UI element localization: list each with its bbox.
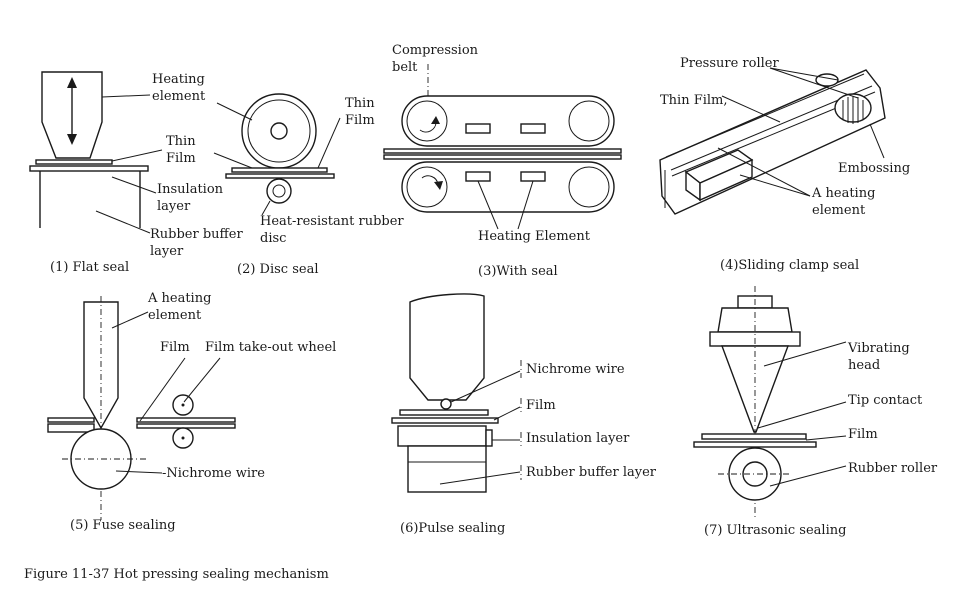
label-pulse-film: Film bbox=[526, 398, 556, 413]
insulation-layer-shape bbox=[29, 165, 149, 172]
label-clamp-heating-1: A heating bbox=[811, 186, 875, 201]
panel-flat-seal: Heating element Thin Film Insulation lay… bbox=[29, 71, 243, 275]
ultrasonic-film bbox=[701, 433, 807, 440]
panel-disc-seal: Thin Film Heat-resistant rubber disc (2)… bbox=[213, 93, 404, 277]
label-fuse-heating-1: A heating bbox=[147, 291, 211, 306]
label-clamp-heating-2: element bbox=[812, 203, 866, 218]
disc-thin-film-shape bbox=[231, 167, 328, 173]
panel-title-with-seal: (3)With seal bbox=[478, 264, 558, 279]
label-heat-resistant-2: disc bbox=[260, 231, 286, 246]
label-with-heating-element: Heating Element bbox=[478, 229, 591, 244]
panel-title-ultrasonic-sealing: (7) Ultrasonic sealing bbox=[704, 523, 846, 538]
label-pressure-roller: Pressure roller bbox=[680, 56, 779, 71]
pulse-heater bbox=[409, 293, 485, 401]
rubber-disc bbox=[266, 178, 292, 204]
label-pulse-nichrome-wire: Nichrome wire bbox=[526, 362, 625, 377]
panel-ultrasonic-sealing: Vibrating head Tip contact Film Rubber r… bbox=[693, 286, 938, 538]
thin-film-shape bbox=[35, 159, 113, 165]
fuse-film bbox=[136, 417, 236, 423]
with-seal-film bbox=[383, 148, 622, 154]
label-rubber-roller: Rubber roller bbox=[848, 461, 938, 476]
panel-with-seal: Compression belt Heating Element (3)With… bbox=[383, 43, 622, 279]
label-pulse-rubber-buffer-layer: Rubber buffer layer bbox=[526, 465, 657, 480]
label-embossing: Embossing bbox=[838, 161, 910, 176]
label-insulation-2: layer bbox=[157, 199, 191, 214]
label-vibrating-1: Vibrating bbox=[847, 341, 910, 356]
label-vibrating-2: head bbox=[848, 358, 880, 373]
label-heat-resistant-1: Heat-resistant rubber bbox=[260, 214, 404, 229]
panel-sliding-clamp-seal: Pressure roller Thin Film, Embossing A h… bbox=[659, 56, 910, 273]
lower-belt bbox=[401, 161, 615, 213]
label-disc-thin-1: Thin bbox=[345, 96, 375, 111]
panel-title-flat-seal: (1) Flat seal bbox=[50, 260, 129, 275]
upper-belt bbox=[401, 95, 615, 147]
vibrating-horn bbox=[720, 345, 790, 433]
label-pulse-insulation-layer: Insulation layer bbox=[526, 431, 630, 446]
figure-caption: Figure 11-37 Hot pressing sealing mechan… bbox=[24, 567, 329, 582]
label-clamp-thin-film: Thin Film, bbox=[660, 93, 728, 108]
panel-title-sliding-clamp: (4)Sliding clamp seal bbox=[720, 258, 859, 273]
label-fuse-film: Film bbox=[160, 340, 190, 355]
label-fuse-nichrome-wire: -Nichrome wire bbox=[162, 466, 265, 481]
pulse-nichrome-wire bbox=[440, 398, 452, 410]
label-fuse-heating-2: element bbox=[148, 308, 202, 323]
panel-title-fuse-sealing: (5) Fuse sealing bbox=[70, 518, 176, 533]
panel-fuse-sealing: A heating element Film Film take-out whe… bbox=[47, 291, 336, 533]
label-insulation-1: Insulation bbox=[157, 182, 224, 197]
label-film-take-out-wheel: Film take-out wheel bbox=[205, 340, 336, 355]
label-tip-contact: Tip contact bbox=[848, 393, 923, 408]
panel-pulse-sealing: Nichrome wire Film Insulation layer Rubb… bbox=[391, 293, 657, 536]
label-thin-1: Thin bbox=[166, 134, 196, 149]
panel-title-disc-seal: (2) Disc seal bbox=[237, 262, 319, 277]
panel-title-pulse-sealing: (6)Pulse sealing bbox=[400, 521, 505, 536]
label-heating-element-1: Heating bbox=[152, 72, 205, 87]
label-rubber-buffer-2: layer bbox=[150, 244, 184, 259]
pulse-insulation-layer bbox=[397, 425, 487, 447]
rubber-buffer-shape bbox=[39, 171, 141, 228]
label-thin-2: Film bbox=[166, 151, 196, 166]
pressure-roller-top bbox=[815, 73, 839, 87]
label-heating-element-2: element bbox=[152, 89, 206, 104]
label-compression-2: belt bbox=[392, 60, 418, 75]
label-rubber-buffer-1: Rubber buffer bbox=[150, 227, 243, 242]
pulse-rubber-buffer bbox=[407, 445, 487, 493]
label-compression-1: Compression bbox=[392, 43, 479, 58]
label-ultrasonic-film: Film bbox=[848, 427, 878, 442]
pulse-film bbox=[391, 417, 499, 424]
label-disc-thin-2: Film bbox=[345, 113, 375, 128]
